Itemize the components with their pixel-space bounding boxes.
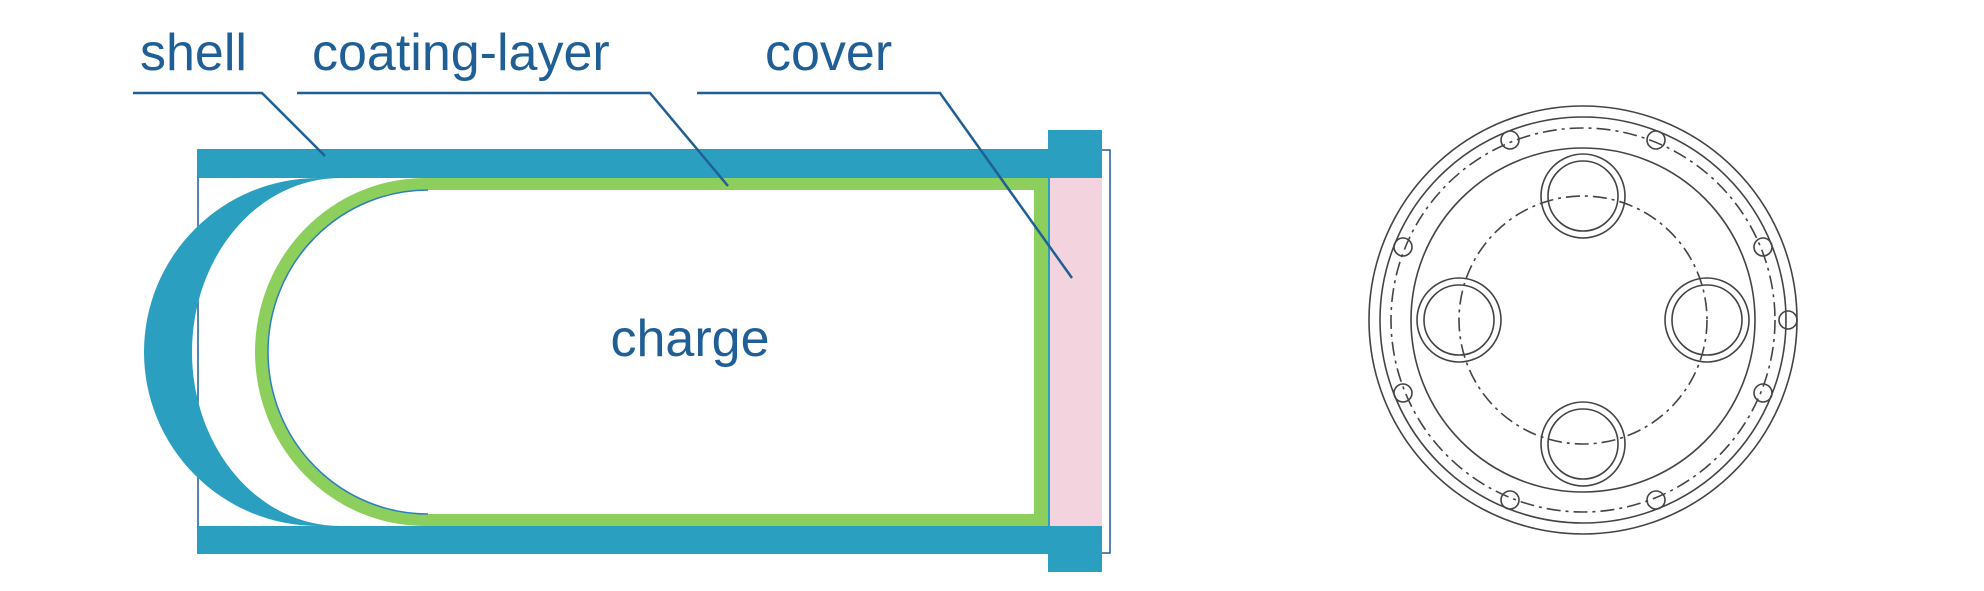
port-right-outer xyxy=(1664,277,1750,363)
bolt-hole xyxy=(1500,130,1520,150)
port-left-outer xyxy=(1416,277,1502,363)
port-left-inner xyxy=(1423,284,1495,356)
coating-layer-end xyxy=(1034,178,1048,526)
bolt-hole xyxy=(1646,130,1666,150)
end-view-inner-circle xyxy=(1410,147,1756,493)
charge-label: charge xyxy=(611,310,770,368)
end-view-outer-circle xyxy=(1368,105,1798,535)
alignment-hole xyxy=(1778,310,1798,330)
shell-label: shell xyxy=(140,24,247,82)
shell-bottom-wall xyxy=(198,526,1048,554)
port-bottom-outer xyxy=(1540,401,1626,487)
port-top-inner xyxy=(1547,160,1619,232)
bolt-hole xyxy=(1753,237,1773,257)
shell-top-wall xyxy=(198,150,1048,178)
end-view xyxy=(1368,105,1798,535)
bolt-hole xyxy=(1393,237,1413,257)
bolt-hole xyxy=(1393,383,1413,403)
charge-boundary xyxy=(267,189,429,515)
cross-section: charge xyxy=(144,130,1111,572)
port-bottom-inner xyxy=(1547,408,1619,480)
coating-layer-leader-line xyxy=(297,91,729,187)
port-right-inner xyxy=(1671,284,1743,356)
shell-leader-line xyxy=(133,91,326,157)
end-view-bolt-circle xyxy=(1390,127,1776,513)
end-view-pitch-circle xyxy=(1458,195,1708,445)
cover-shape xyxy=(1050,178,1102,526)
charge-region xyxy=(268,190,1034,514)
end-view-ports xyxy=(1416,153,1750,487)
coating-layer-label: coating-layer xyxy=(312,24,610,82)
bolt-hole xyxy=(1500,490,1520,510)
shell-dome xyxy=(144,178,340,526)
bolt-hole xyxy=(1646,490,1666,510)
port-top-outer xyxy=(1540,153,1626,239)
leader-labels: shell coating-layer cover xyxy=(133,24,1074,279)
end-view-bolt-holes xyxy=(1393,130,1798,510)
end-view-second-circle xyxy=(1379,116,1787,524)
bolt-hole xyxy=(1753,383,1773,403)
cover-label: cover xyxy=(765,24,892,82)
cover-leader-line xyxy=(697,91,1074,279)
